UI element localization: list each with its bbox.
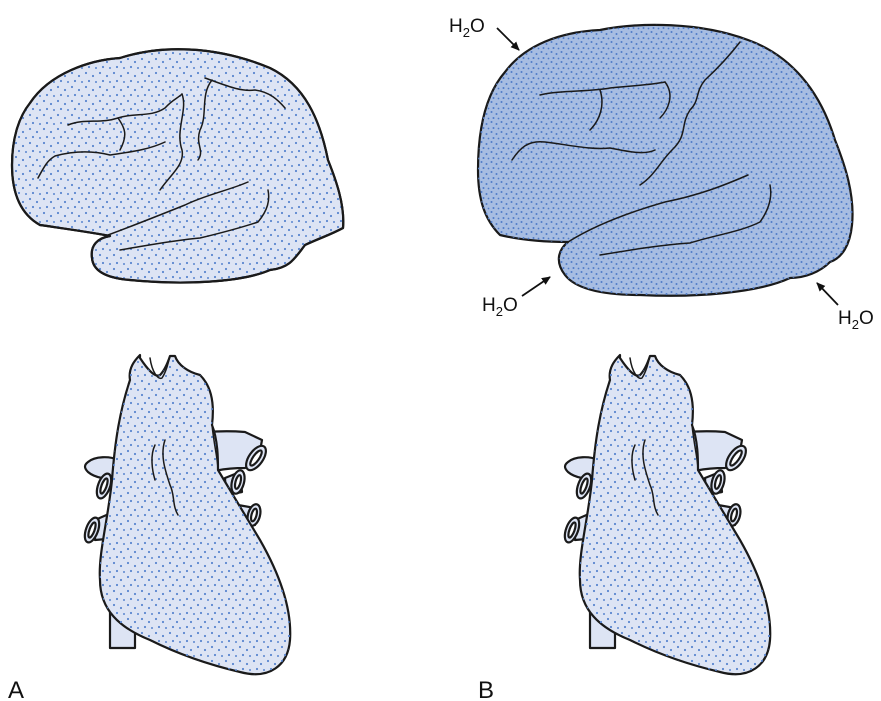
water-arrow-top: H2O <box>449 16 519 50</box>
arrow-icon <box>497 28 519 50</box>
water-arrow-bottom-left: H2O <box>482 277 550 319</box>
panel-b-heart <box>562 355 770 674</box>
water-label-top: H2O <box>449 16 485 40</box>
water-label-bottom-right: H2O <box>838 308 874 332</box>
heart-template <box>82 355 290 674</box>
water-arrow-bottom-right: H2O <box>817 283 874 332</box>
panel-label-a: A <box>8 677 24 701</box>
arrow-icon <box>522 277 550 296</box>
arrow-icon <box>817 283 838 305</box>
panel-b-brain <box>478 25 853 296</box>
panel-a-brain <box>12 49 343 282</box>
panel-label-b: B <box>478 677 494 701</box>
water-label-bottom-left: H2O <box>482 295 518 319</box>
